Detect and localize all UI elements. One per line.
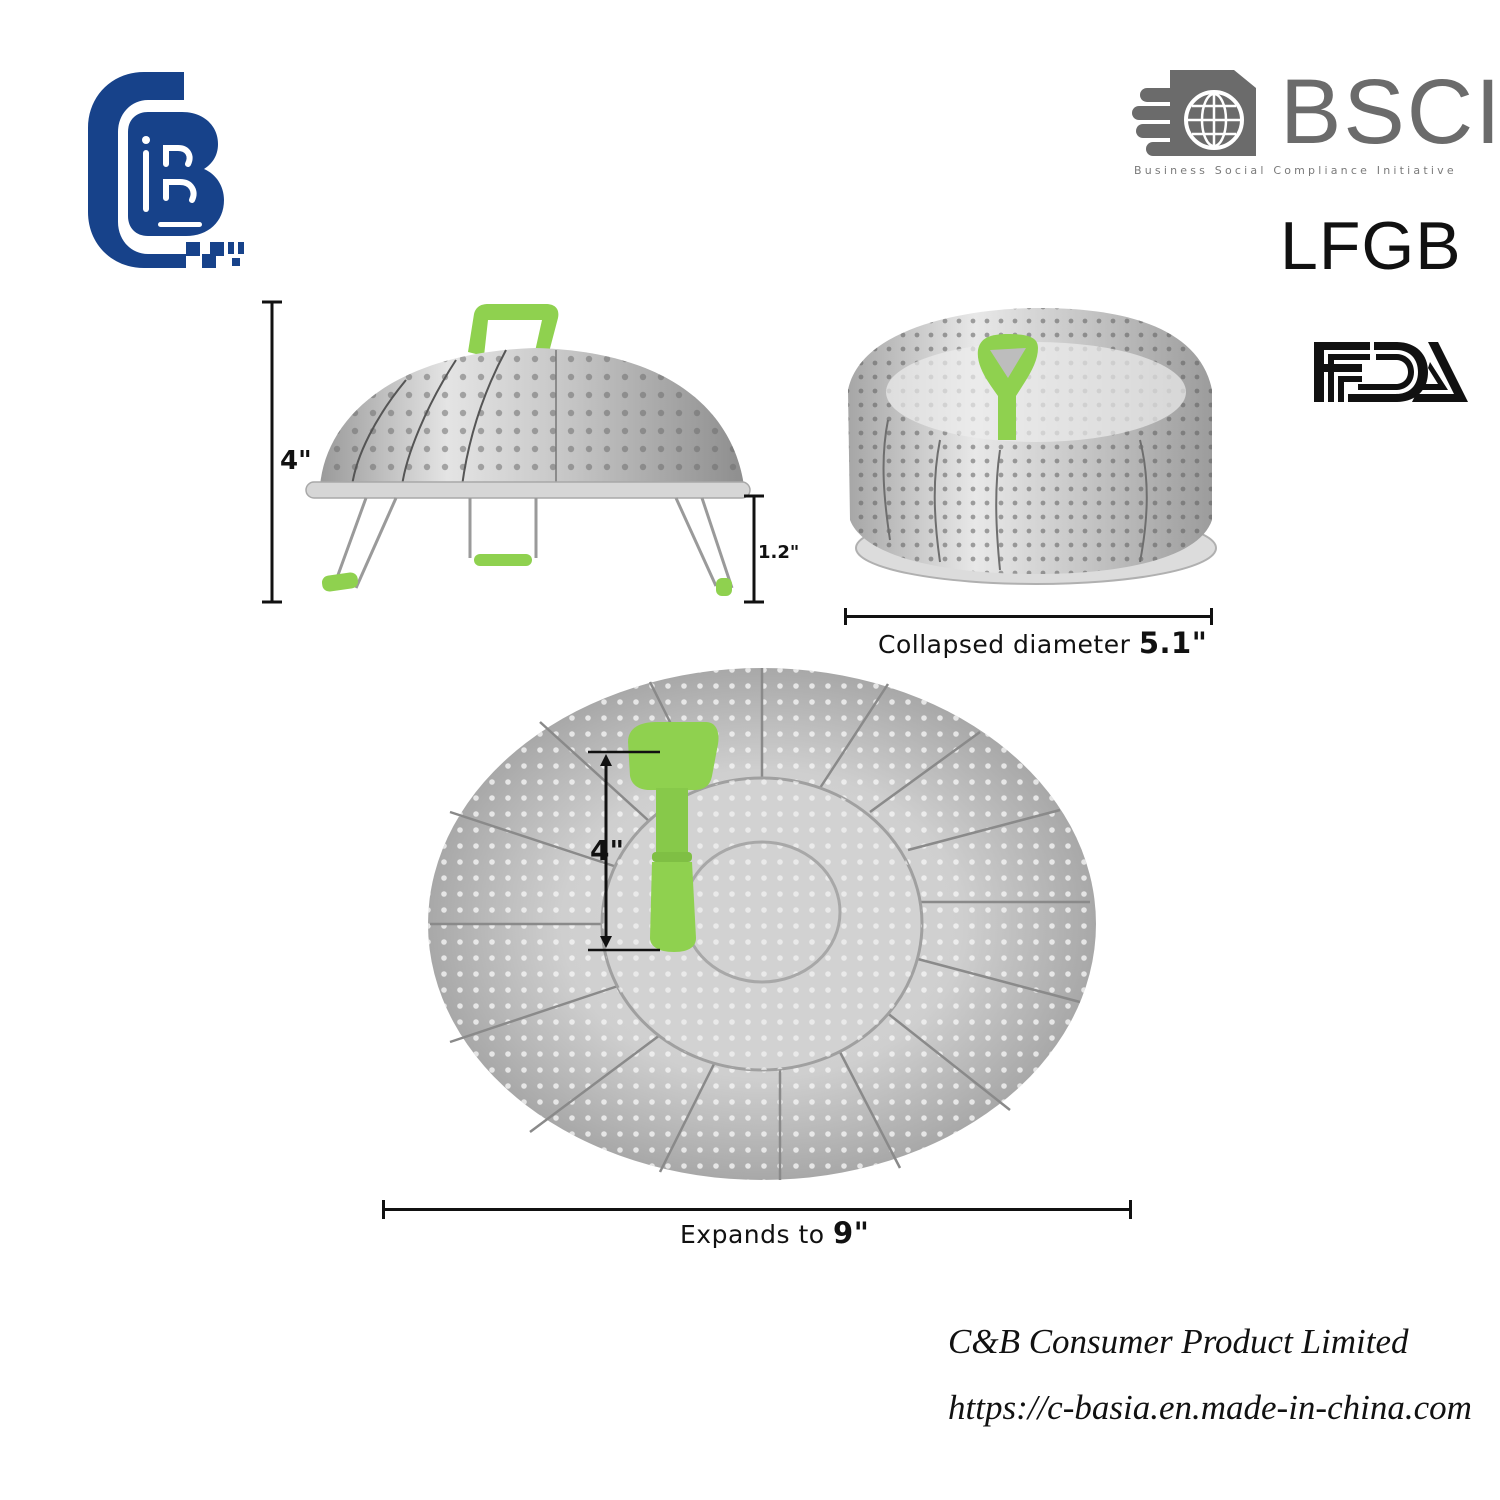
side-view-steamer-image <box>262 300 764 604</box>
collapsed-diameter-value: 5.1" <box>1138 626 1208 660</box>
brand-logo <box>86 72 266 272</box>
fda-certification <box>1312 340 1470 404</box>
cb-logo-icon <box>88 72 244 268</box>
expanded-steamer-image <box>428 668 1096 1180</box>
side-view-steamer: 4" 1.2" <box>256 296 816 616</box>
collapsed-diameter-caption: Collapsed diameter 5.1" <box>878 626 1207 660</box>
fda-logo-icon <box>1314 342 1468 402</box>
company-name: C&B Consumer Product Limited <box>948 1322 1409 1361</box>
bsci-title: BSCI <box>1280 61 1500 163</box>
height-dimension-label: 4" <box>280 446 312 476</box>
expanded-view-steamer: 4" <box>420 662 1100 1182</box>
handle-height-dimension-label: 4" <box>590 834 625 867</box>
collapsed-steamer-image <box>848 308 1217 585</box>
hand-globe-icon <box>1132 70 1256 156</box>
expanded-diameter-caption-text: Expands to <box>680 1220 834 1249</box>
bsci-certification: BSCI Business Social Compliance Initiati… <box>1130 66 1500 186</box>
collapsed-view-steamer: Collapsed diameter 5.1" <box>840 300 1230 670</box>
bsci-subtitle: Business Social Compliance Initiative <box>1134 164 1457 177</box>
lfgb-certification: LFGB <box>1280 208 1462 284</box>
collapsed-diameter-dimension-line <box>844 608 1213 625</box>
expanded-diameter-value: 9" <box>833 1216 870 1250</box>
company-url: https://c-basia.en.made-in-china.com <box>948 1388 1472 1427</box>
expanded-diameter-dimension-line <box>382 1200 1132 1220</box>
collapsed-diameter-caption-text: Collapsed diameter <box>878 630 1139 659</box>
leg-height-dimension-label: 1.2" <box>758 542 800 563</box>
expanded-diameter-caption: Expands to 9" <box>680 1216 869 1250</box>
